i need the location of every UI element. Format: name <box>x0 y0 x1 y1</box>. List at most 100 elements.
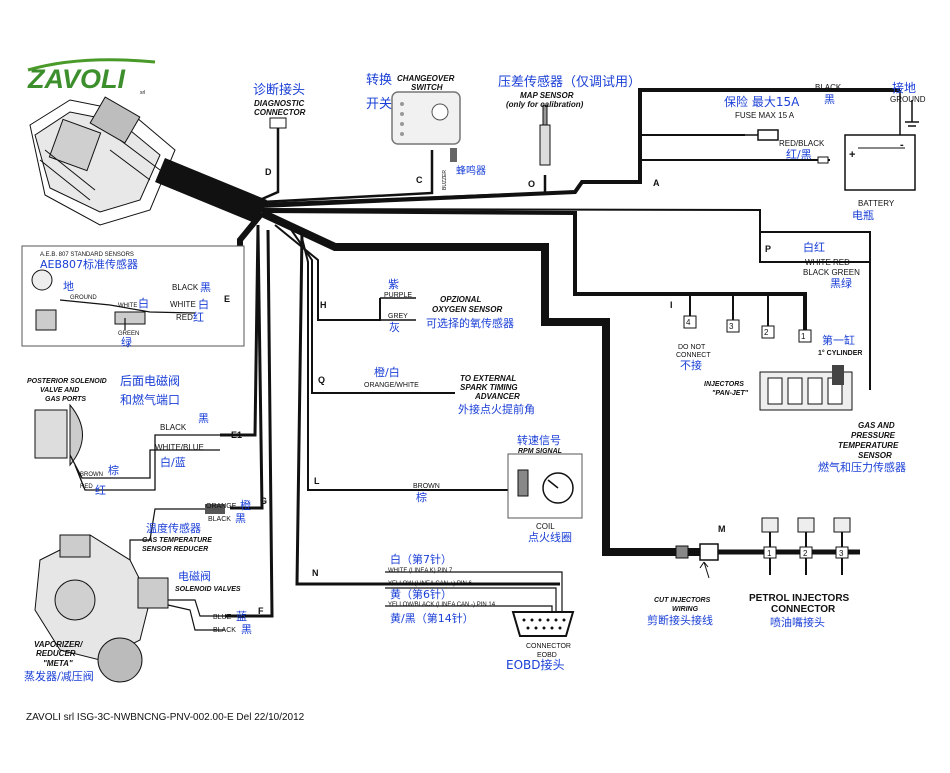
battery-plus: + <box>849 149 855 161</box>
p-cn1: 白红 <box>803 240 825 254</box>
gas-l2: PRESSURE <box>851 431 896 440</box>
obd-cn1: 白（第7针） <box>390 552 452 566</box>
battery-minus: - <box>900 139 904 151</box>
harness <box>155 88 900 618</box>
vaporizer: 电磁阀 SOLENOID VALVES BLUE 蓝 BLACK 黑 F VAP… <box>24 534 264 683</box>
first-cyl: 1° CYLINDER <box>818 349 862 357</box>
fuse-label: FUSE MAX 15 A <box>735 111 795 120</box>
posterior-solenoid: POSTERIOR SOLENOID VALVE AND GAS PORTS 后… <box>27 373 242 497</box>
dnc-2: CONNECT <box>676 352 711 359</box>
ecu-unit <box>29 96 176 226</box>
buzzer-cn: 蜂鸣器 <box>456 164 486 177</box>
obd-cn2: 黄（第6针） <box>390 587 452 601</box>
cut-cn: 剪断接头接线 <box>647 613 713 627</box>
connector-d: D <box>265 167 272 177</box>
aeb-gnd-cn: 地 <box>63 280 74 293</box>
connector-i: I <box>670 300 673 310</box>
h-cn2: 灰 <box>389 320 400 334</box>
connector-o: O <box>528 179 535 189</box>
vap-l3: "META" <box>43 659 73 668</box>
q-t-cn: 外接点火提前角 <box>458 402 535 416</box>
h-cn1: 紫 <box>388 278 399 291</box>
aeb-sensors-box: A.E.B. 807 STANDARD SENSORS AEB807标准传感器 … <box>21 245 245 349</box>
sol-black: BLACK <box>160 423 187 432</box>
e-wires: BLACK 黑 WHITE 白 RED 红 E <box>170 281 230 324</box>
gas-l4: SENSOR <box>858 451 892 460</box>
petrol-injectors-connector: 1 2 3 PETROL INJECTORS CONNECTOR 喷油嘴接头 <box>749 517 851 629</box>
inj-num-4: 4 <box>686 318 691 327</box>
gas-l1: GAS AND <box>858 421 895 430</box>
aeb-gnd: GROUND <box>70 295 97 301</box>
petrol-l1: PETROL INJECTORS <box>749 593 850 604</box>
h-purple: PURPLE <box>384 292 412 299</box>
connector-n: N <box>312 568 319 578</box>
switch-cn2: 开关 <box>366 97 392 112</box>
map-sensor: 压差传感器（仅调试用） MAP SENSOR (only for calibra… <box>498 74 641 189</box>
p-wires: P 白红 WHITE RED BLACK GREEN 黑绿 <box>765 240 860 290</box>
e-white: WHITE <box>170 300 196 309</box>
fuse-cn: 保险 最大15A <box>724 94 800 109</box>
gas-cn: 燃气和压力传感器 <box>818 460 906 474</box>
h-o-cn: 可选择的氧传感器 <box>426 316 514 330</box>
rpm-brown: BROWN <box>413 483 440 490</box>
valves-blue-cn: 蓝 <box>236 610 247 623</box>
temp-orange: ORANGE <box>206 503 237 510</box>
e-black: BLACK <box>172 283 199 292</box>
rpm-cn: 转速信号 <box>517 433 561 447</box>
h-o1: OPZIONAL <box>440 295 481 304</box>
sol-brown: BROWN <box>80 472 103 478</box>
dnc-1: DO NOT <box>678 344 706 351</box>
sol-t3: GAS PORTS <box>45 396 86 403</box>
temp-l1: GAS TEMPERATURE <box>142 537 212 544</box>
temp-orange-cn: 橙 <box>240 498 251 512</box>
footer-text: ZAVOLI srl ISG-3C-NWBNCNG-PNV-002.00-E D… <box>26 712 305 723</box>
battery-redblack-cn: 红/黑 <box>786 148 812 161</box>
map-cn: 压差传感器（仅调试用） <box>498 74 641 90</box>
rpm-coil-box: 转速信号 RPM SIGNAL BROWN 棕 COIL 点火线圈 L <box>314 433 583 544</box>
coil-en: COIL <box>536 522 555 531</box>
battery-black: BLACK <box>815 83 842 92</box>
valves-black: BLACK <box>213 627 236 634</box>
valves-black-cn: 黑 <box>241 623 252 636</box>
q-t2: SPARK TIMING <box>460 383 518 392</box>
aeb-cn: AEB807标准传感器 <box>40 257 138 271</box>
q-cn: 橙/白 <box>374 365 400 379</box>
connector-a: A <box>653 178 660 188</box>
gas-l3: TEMPERATURE <box>838 441 899 450</box>
sol-wb: WHITE/BLUE <box>155 443 204 452</box>
zavoli-logo: ZAVOLI srl <box>27 58 156 96</box>
sol-cn1: 后面电磁阀 <box>120 373 180 388</box>
p-cn2: 黑绿 <box>830 276 852 290</box>
gas-injectors: 4 3 2 1 I DO NOT CONNECT 不接 第一缸 1° CYLIN… <box>670 300 906 474</box>
sol-cn2: 和燃气端口 <box>120 392 180 407</box>
q-t3: ADVANCER <box>474 392 520 401</box>
battery-black-cn: 黑 <box>824 93 835 106</box>
h-grey: GREY <box>388 313 408 320</box>
cut-injectors: M CUT INJECTORS WIRING 剪断接头接线 <box>647 524 726 627</box>
rpm-brown-cn: 棕 <box>416 490 427 504</box>
aeb-title: A.E.B. 807 STANDARD SENSORS <box>40 252 134 258</box>
temp-black-cn: 黑 <box>235 512 246 525</box>
connector-l: L <box>314 476 320 486</box>
cut-l1: CUT INJECTORS <box>654 597 711 604</box>
petrol-num-3: 3 <box>839 549 844 558</box>
connector-p: P <box>765 244 771 254</box>
map-l2: (only for calibration) <box>506 100 584 109</box>
petrol-l2: CONNECTOR <box>771 604 836 615</box>
valves-blue: BLUE <box>213 614 232 621</box>
aeb-green: GREEN <box>118 331 139 337</box>
sol-t1: POSTERIOR SOLENOID <box>27 378 107 385</box>
obd-c-cn: EOBD接头 <box>506 657 565 672</box>
vap-l2: REDUCER <box>36 649 76 658</box>
map-l1: MAP SENSOR <box>520 91 574 100</box>
sol-red: RED <box>80 484 93 490</box>
temp-cn: 温度传感器 <box>146 521 201 535</box>
rpm-en: RPM SIGNAL <box>518 448 562 455</box>
inj-l1: INJECTORS <box>704 381 744 388</box>
q-t1: TO EXTERNAL <box>460 374 516 383</box>
aeb-white-cn: 白 <box>138 296 149 310</box>
battery-en: BATTERY <box>858 199 895 208</box>
connector-f: F <box>258 606 264 616</box>
e-red: RED <box>176 313 193 322</box>
